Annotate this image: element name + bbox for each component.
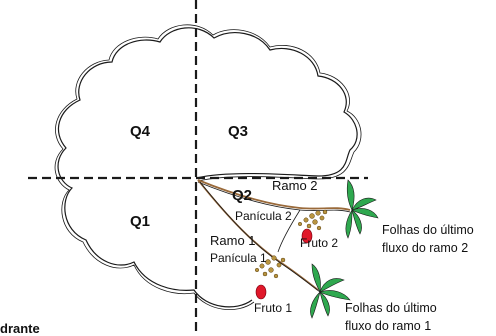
- branch-twig: [277, 209, 301, 253]
- cut-off-label: drante: [0, 321, 40, 336]
- branch-1-inner: [199, 181, 321, 293]
- quadrant-label-q2: Q2: [232, 187, 252, 204]
- leaf-cluster-branch-2: [345, 179, 379, 239]
- fruit-1-label: Fruto 1: [254, 301, 292, 315]
- quadrant-label-q4: Q4: [130, 123, 151, 140]
- leaves-branch-2-caption-line2: fluxo do ramo 2: [382, 241, 468, 255]
- fruit-2-label: Fruto 2: [300, 236, 338, 250]
- quadrant-label-q3: Q3: [228, 123, 248, 140]
- fruit-1-shape: [255, 284, 267, 300]
- leaves-branch-2-caption-line1: Folhas do último: [382, 223, 474, 237]
- leaves-branch-1-caption-line1: Folhas do último: [345, 301, 437, 315]
- panicle-1-label: Panícula 1: [210, 251, 267, 265]
- leaf-cluster-branch-1: [310, 263, 351, 319]
- panicle-1: [254, 255, 286, 279]
- panicle-2-label: Panícula 2: [235, 209, 292, 223]
- quadrant-label-q1: Q1: [130, 213, 150, 230]
- branch-2-inner: [197, 181, 351, 213]
- fruit-2-shape: [301, 228, 313, 244]
- branch-1-label: Ramo 1: [210, 233, 256, 248]
- panicle-2: [297, 209, 328, 231]
- canopy-outline-outer: [57, 27, 358, 308]
- branch-2: [197, 179, 351, 211]
- leaves-branch-1-caption-line2: fluxo do ramo 1: [345, 319, 431, 333]
- canopy-outline-inner: [54, 24, 362, 310]
- branch-2-label: Ramo 2: [272, 178, 318, 193]
